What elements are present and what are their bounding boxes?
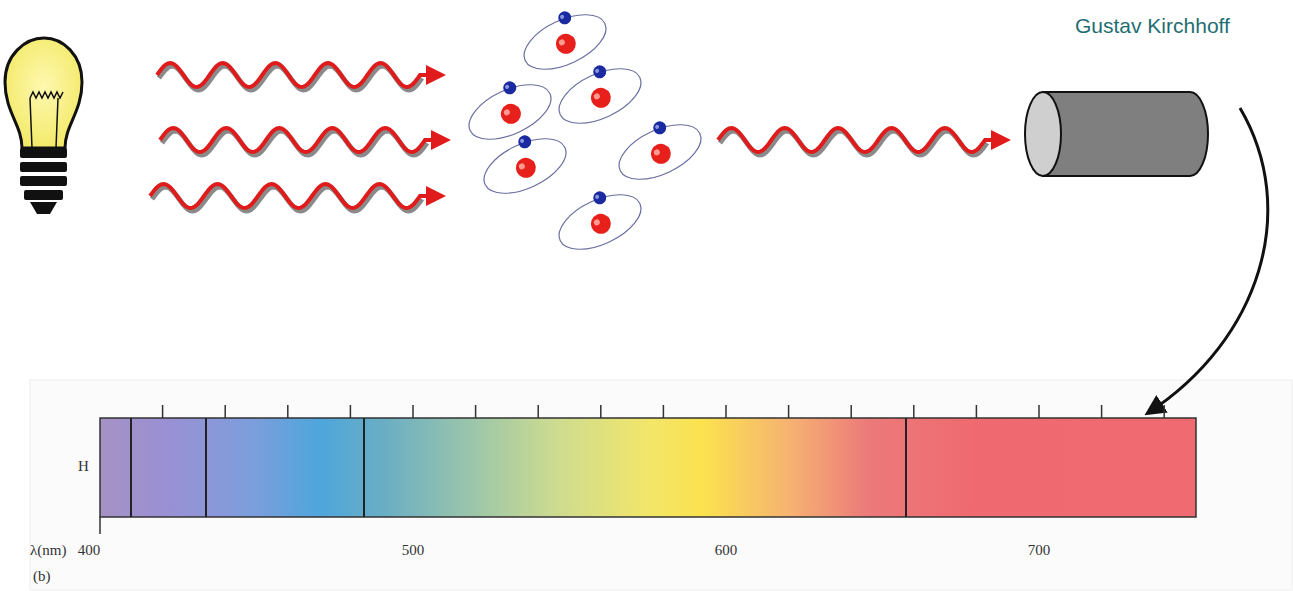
axis-value: 700 [1028, 542, 1051, 559]
atom [513, 0, 614, 81]
axis-value: 500 [402, 542, 425, 559]
person-name: Gustav Kirchhoff [1075, 14, 1230, 38]
axis-value: 600 [715, 542, 738, 559]
axis-unit: λ(nm) [30, 542, 66, 559]
atoms [458, 0, 709, 261]
wave-arrow [150, 184, 442, 211]
wave-arrow [160, 128, 447, 155]
light-bulb [5, 38, 82, 214]
element-label: H [78, 458, 89, 475]
atom [473, 122, 574, 205]
curved-arrow [1148, 108, 1268, 413]
wave-arrow [718, 128, 1007, 155]
atom [548, 52, 649, 135]
wave-arrow [157, 63, 442, 90]
atom [548, 178, 649, 261]
spectrum-bar [100, 405, 1196, 534]
light-waves [150, 63, 1007, 211]
atom [608, 108, 709, 191]
atom [458, 68, 559, 151]
axis-value: 400 [78, 542, 101, 559]
panel-label: (b) [33, 568, 51, 585]
detector-cylinder [1025, 92, 1208, 176]
